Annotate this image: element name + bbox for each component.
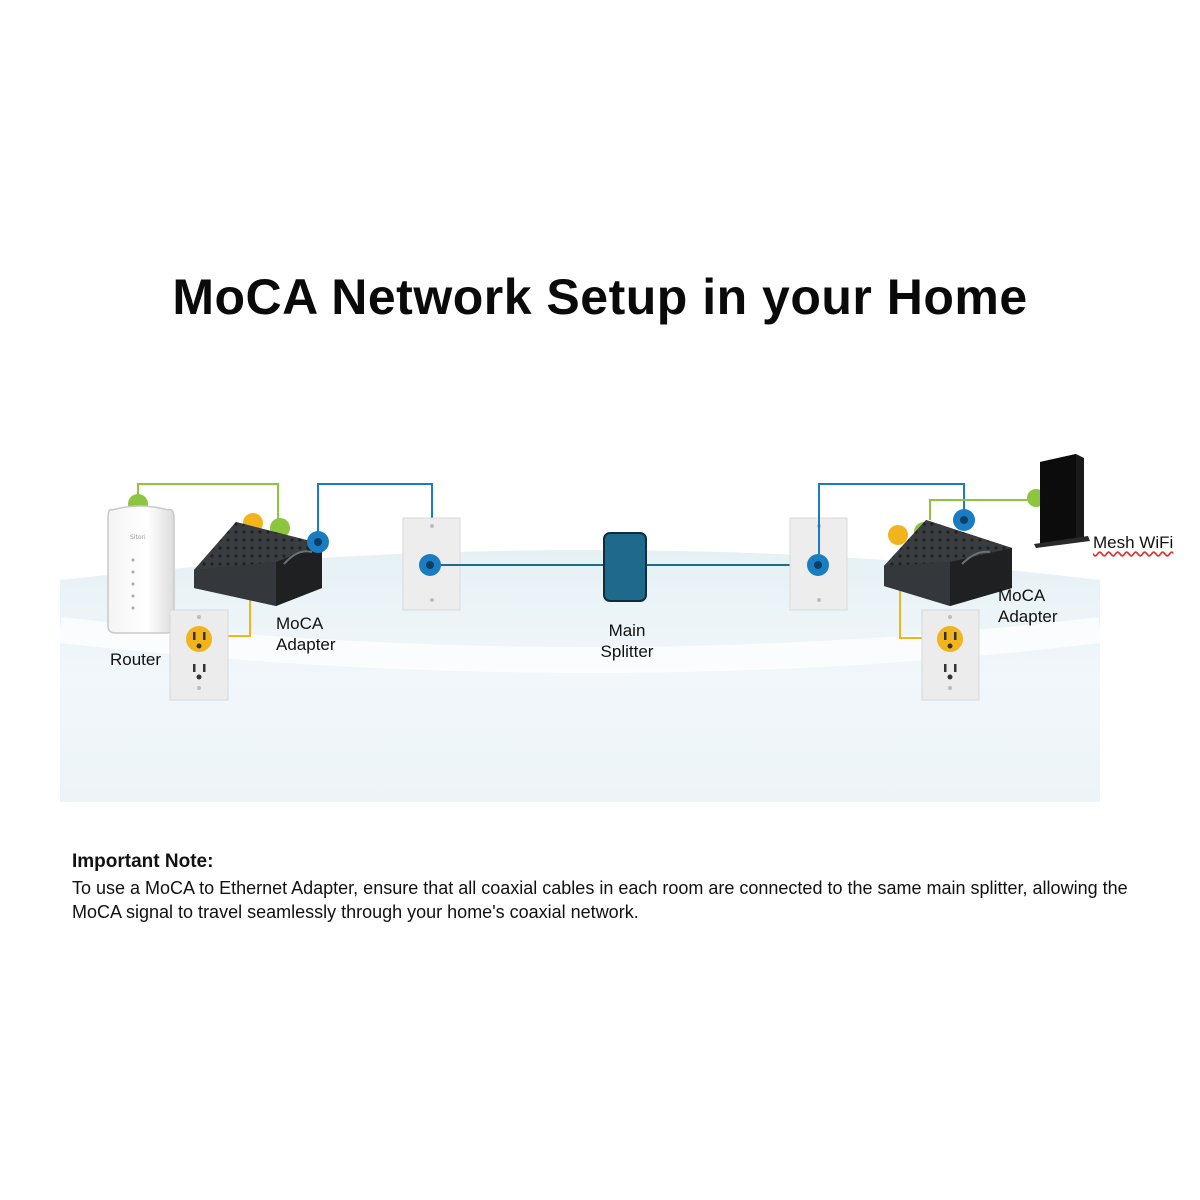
power-outlet-right (921, 609, 980, 701)
moca-adapter-left (194, 513, 329, 606)
important-note: Important Note: To use a MoCA to Etherne… (72, 850, 1132, 924)
label-router: Router (110, 650, 162, 669)
label-main-splitter: Main Splitter (600, 621, 654, 661)
page-title: MoCA Network Setup in your Home (172, 269, 1028, 325)
mesh-wifi-device (1034, 454, 1090, 548)
main-splitter (603, 532, 647, 602)
router-device: Sitori (107, 505, 175, 634)
power-outlet-left (169, 609, 229, 701)
moca-adapter-right (884, 509, 1012, 606)
label-moca-adapter-right: MoCA Adapter (998, 586, 1058, 626)
label-moca-adapter-left: MoCA Adapter (276, 614, 336, 654)
background-band (60, 550, 1100, 802)
diagram-canvas: Sitori (58, 454, 1102, 802)
note-body: To use a MoCA to Ethernet Adapter, ensur… (72, 878, 1128, 922)
ethernet-cable-right (929, 499, 1036, 520)
svg-text:Sitori: Sitori (130, 534, 146, 541)
note-heading: Important Note: (72, 851, 214, 872)
label-mesh-wifi: Mesh WiFi (1093, 532, 1173, 553)
ethernet-cable-left (137, 483, 279, 528)
network-diagram: Sitori (0, 440, 1200, 820)
label-mesh-wifi-text: Mesh WiFi (1093, 533, 1174, 552)
